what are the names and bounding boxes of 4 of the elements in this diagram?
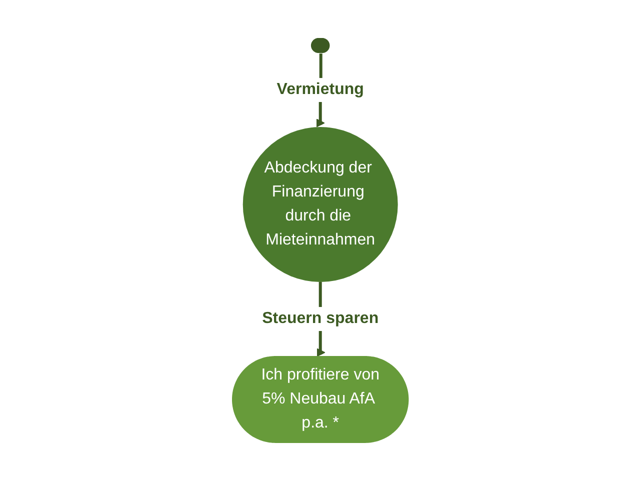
node-circle: Abdeckung der Finanzierung durch die Mieteinnahmen <box>242 126 398 282</box>
edge-label: Steuern sparen <box>262 309 378 326</box>
node-ellipse <box>310 38 330 52</box>
edge-label: Vermietung <box>276 80 364 98</box>
